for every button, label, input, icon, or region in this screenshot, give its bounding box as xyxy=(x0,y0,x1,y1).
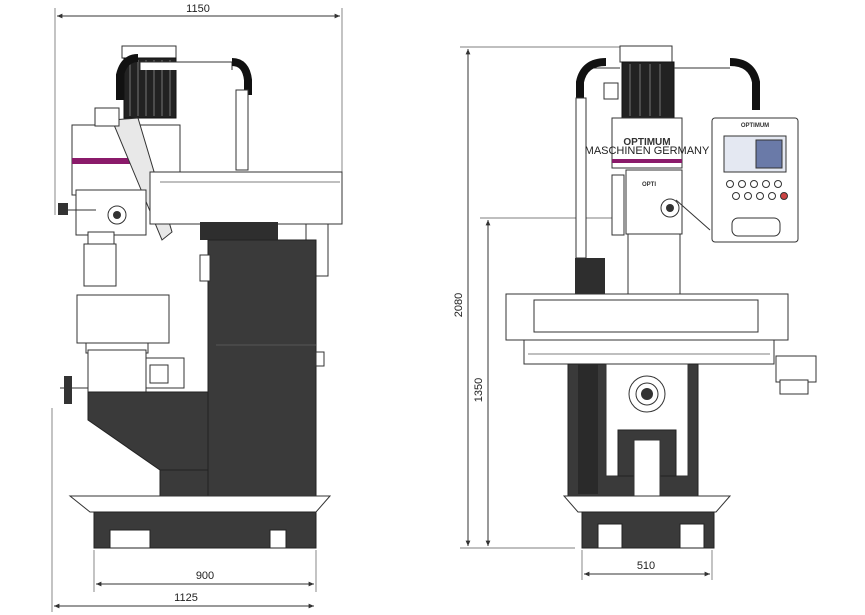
dimension-1150: 1150 xyxy=(54,3,343,215)
front-accent-stripe xyxy=(612,159,682,163)
head-badge: OPTI xyxy=(642,182,656,188)
dimension-label-1350: 1350 xyxy=(473,378,485,402)
front-table xyxy=(505,293,817,395)
side-knee xyxy=(60,294,209,497)
brand-logo: OPTIMUM xyxy=(623,137,670,148)
front-motor xyxy=(603,45,675,119)
dimension-label-1125: 1125 xyxy=(174,592,198,604)
dimension-label-900: 900 xyxy=(196,570,214,582)
accent-stripe xyxy=(72,158,130,164)
side-lamp-arm xyxy=(116,54,252,171)
dimension-label-1150: 1150 xyxy=(186,3,210,15)
side-column xyxy=(199,239,325,511)
dimension-510: 510 xyxy=(581,550,713,580)
dimension-1350: 1350 xyxy=(473,217,620,546)
dimension-2080: 2080 xyxy=(453,46,626,549)
side-head xyxy=(58,107,181,287)
dimension-900: 900 xyxy=(93,550,317,592)
front-column xyxy=(567,363,699,499)
panel-brand: OPTIMUM xyxy=(741,123,769,129)
side-view: 1150 xyxy=(51,3,343,612)
control-panel: OPTIMUM xyxy=(711,117,799,243)
front-view: 2080 1350 OPTIMUM M xyxy=(453,45,817,580)
front-head: OPTIMUM MASCHINEN GERMANY OPTI xyxy=(575,117,711,295)
dimension-label-2080: 2080 xyxy=(453,293,465,317)
side-base xyxy=(68,495,332,549)
dimension-label-510: 510 xyxy=(637,560,655,572)
front-base xyxy=(562,495,732,549)
dimension-1125: 1125 xyxy=(51,408,314,612)
brand-subtitle: MASCHINEN GERMANY xyxy=(585,145,710,157)
